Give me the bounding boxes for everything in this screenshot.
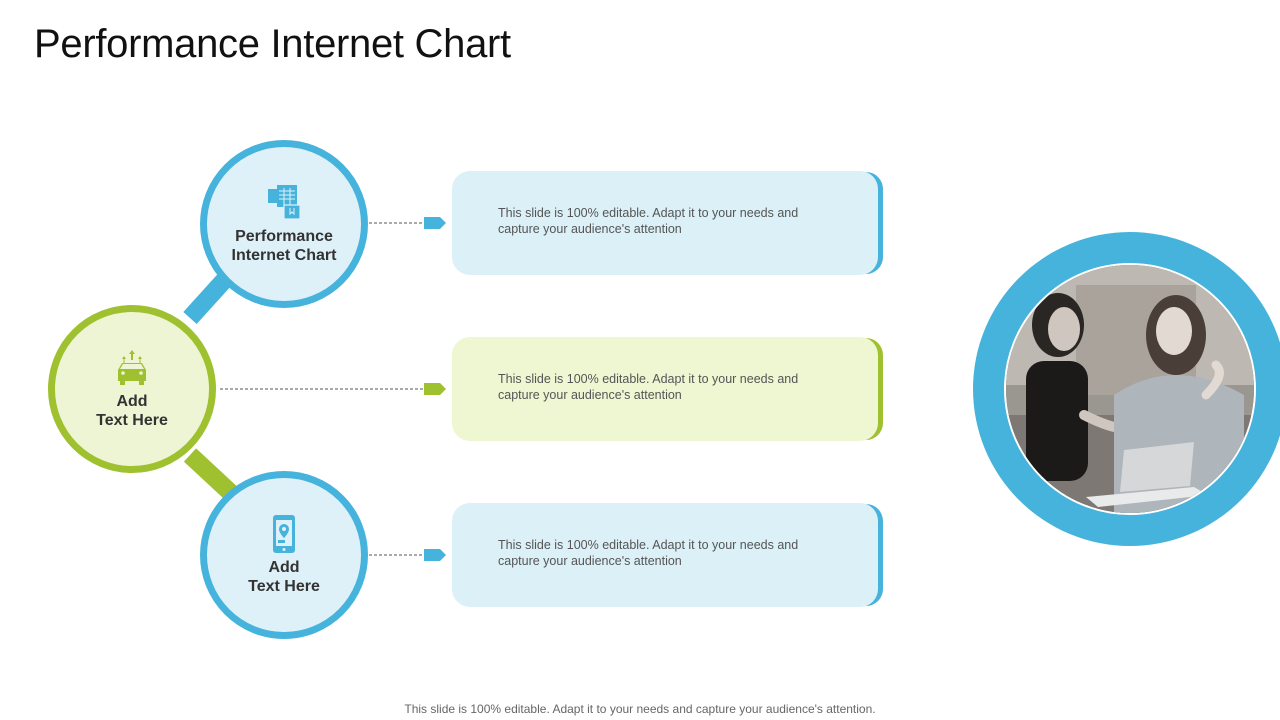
branch-connector-top (183, 269, 235, 325)
car-growth-icon (118, 350, 146, 385)
node-label: Add Text Here (248, 559, 320, 595)
card-text: This slide is 100% editable. Adapt it to… (498, 538, 799, 568)
node-label: Add Text Here (96, 393, 168, 429)
node-performance-internet-chart: Performance Internet Chart (200, 140, 368, 308)
arrow-tab-2 (424, 383, 446, 395)
node-add-text-bottom: Add Text Here (200, 471, 368, 639)
two-women-with-laptop-photo (1004, 263, 1256, 515)
document-chart-icon (268, 185, 301, 220)
node-add-text-center: Add Text Here (48, 305, 216, 473)
mobile-location-icon (273, 515, 295, 553)
card-text: This slide is 100% editable. Adapt it to… (498, 206, 799, 236)
photo-illustration (1006, 265, 1254, 513)
arrow-tab-1 (424, 217, 446, 229)
text-card-1: This slide is 100% editable. Adapt it to… (452, 171, 878, 275)
text-card-3: This slide is 100% editable. Adapt it to… (452, 503, 878, 607)
slide-title: Performance Internet Chart (34, 22, 511, 66)
footer-note: This slide is 100% editable. Adapt it to… (404, 702, 876, 716)
arrow-tab-3 (424, 549, 446, 561)
card-text: This slide is 100% editable. Adapt it to… (498, 372, 799, 402)
text-card-2: This slide is 100% editable. Adapt it to… (452, 337, 878, 441)
branch-connector-bottom (183, 448, 239, 501)
node-label: Performance Internet Chart (231, 228, 337, 264)
